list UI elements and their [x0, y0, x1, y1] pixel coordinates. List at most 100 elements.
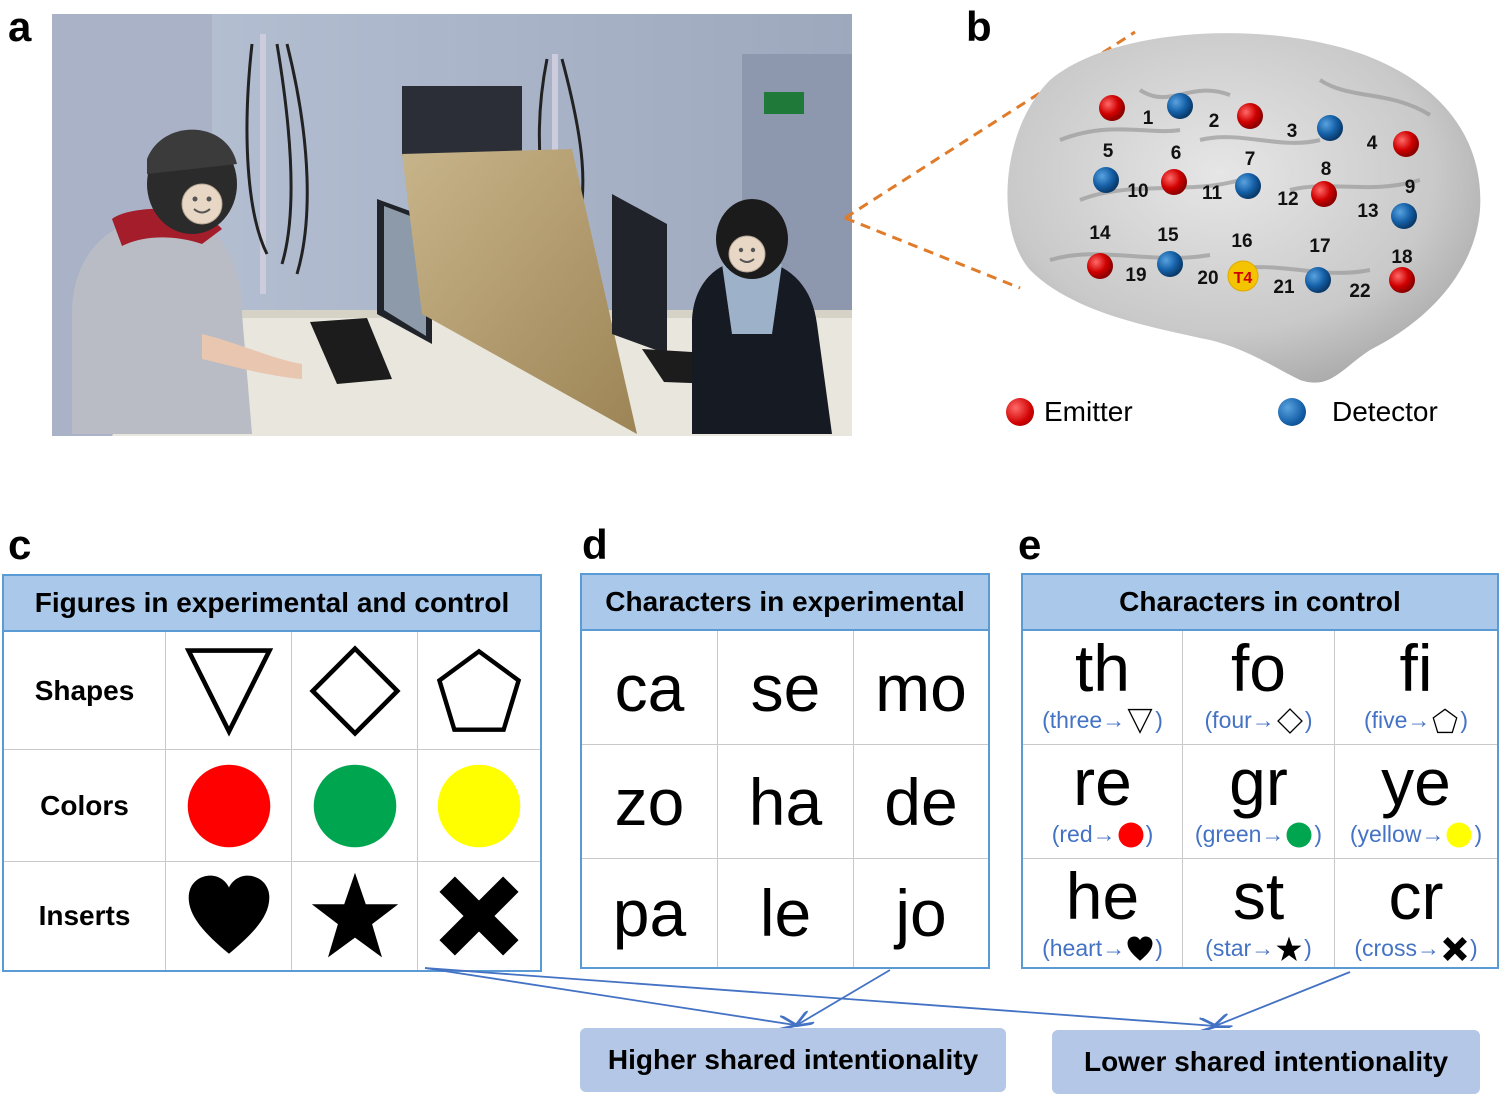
control-character: st	[1232, 859, 1285, 933]
hint-word: (green→	[1194, 821, 1285, 847]
control-characters-table: Characters in control th(three→)fo(four→…	[1021, 573, 1499, 969]
hint-word: (five→	[1363, 707, 1431, 733]
control-character: re	[1073, 745, 1132, 819]
control-character-cell: ye(yellow→)	[1335, 745, 1497, 859]
control-character-cell: gr(green→)	[1183, 745, 1335, 859]
panel-label-a: a	[8, 3, 32, 50]
emitter-optode	[1099, 95, 1125, 121]
channel-label: 6	[1171, 143, 1182, 164]
detector-optode	[1157, 251, 1183, 277]
inverted-triangle-icon	[1127, 708, 1153, 734]
pentagon-icon	[436, 648, 522, 732]
hint-word: (four→	[1204, 707, 1275, 733]
channel-label: 18	[1391, 247, 1412, 268]
figure-cell	[418, 632, 540, 750]
panel-label-c: c	[8, 521, 32, 568]
experimental-table-title: Characters in experimental	[582, 575, 988, 631]
diamond-icon	[308, 644, 401, 737]
experimental-character-cell: le	[718, 859, 854, 967]
channel-label: 8	[1321, 159, 1332, 180]
hint-word: (red→	[1051, 821, 1116, 847]
channel-label: 1	[1143, 108, 1154, 129]
figures-table: Figures in experimental and control Shap…	[2, 574, 542, 972]
figure-cell	[292, 632, 418, 750]
control-character-hint: (green→)	[1195, 821, 1322, 848]
legend-detector-label: Detector	[1332, 396, 1438, 427]
hint-close: )	[1155, 935, 1163, 961]
hint-close: )	[1469, 935, 1478, 961]
detector-optode	[1167, 93, 1193, 119]
red-circle-icon	[187, 764, 270, 847]
lower-shared-intentionality-box: Lower shared intentionality	[1052, 1030, 1480, 1094]
green-circle-icon	[313, 764, 396, 847]
detector-dot-icon	[1278, 398, 1306, 426]
detector-optode	[1391, 203, 1417, 229]
channel-label: 19	[1125, 265, 1146, 286]
control-character-cell: th(three→)	[1023, 631, 1183, 745]
figure-cell	[292, 750, 418, 862]
figure-cell	[166, 862, 292, 970]
control-character-cell: fo(four→)	[1183, 631, 1335, 745]
control-character: cr	[1388, 859, 1444, 933]
higher-shared-intentionality-box: Higher shared intentionality	[580, 1028, 1006, 1092]
channel-label: 11	[1202, 183, 1223, 204]
yellow-circle-icon	[437, 764, 521, 847]
star-icon	[311, 872, 398, 958]
hint-word: (star→	[1205, 935, 1275, 961]
control-character: th	[1074, 631, 1131, 705]
row-label-colors: Colors	[4, 750, 166, 862]
detector-optode	[1235, 173, 1261, 199]
red-circle-icon	[1118, 822, 1144, 847]
row-label-inserts: Inserts	[4, 862, 166, 970]
panel-label-b: b	[966, 3, 992, 50]
inverted-triangle-icon	[184, 647, 273, 737]
control-character-hint: (four→)	[1204, 707, 1312, 734]
detector-optode	[1093, 167, 1119, 193]
control-character: fi	[1399, 631, 1433, 705]
experiment-photo	[52, 14, 852, 436]
channel-label: 9	[1405, 177, 1416, 198]
channel-label: 10	[1127, 181, 1148, 202]
hint-close: )	[1155, 707, 1163, 733]
legend-detector: Detector	[1278, 396, 1438, 428]
channel-label: 13	[1357, 201, 1378, 222]
cross-icon	[1443, 936, 1467, 961]
experimental-character-cell: de	[854, 745, 988, 859]
green-circle-icon	[1286, 822, 1312, 847]
control-character-cell: fi(five→)	[1335, 631, 1497, 745]
hint-close: )	[1304, 935, 1312, 961]
control-character-hint: (three→)	[1042, 707, 1163, 734]
control-character-hint: (heart→)	[1042, 935, 1163, 962]
star-icon	[1276, 936, 1302, 961]
hint-word: (cross→	[1354, 935, 1440, 961]
hint-word: (yellow→	[1349, 821, 1445, 847]
experimental-character-cell: ca	[582, 631, 718, 745]
emitter-optode	[1161, 169, 1187, 195]
t4-label: T4	[1234, 270, 1253, 287]
channel-label: 12	[1277, 189, 1298, 210]
channel-label: 15	[1157, 225, 1179, 246]
channel-label: 21	[1273, 277, 1295, 298]
emitter-dot-icon	[1006, 398, 1034, 426]
control-character-hint: (red→)	[1052, 821, 1154, 848]
emitter-optode	[1087, 253, 1113, 279]
hint-word: (three→	[1042, 707, 1126, 733]
detector-optode	[1317, 115, 1343, 141]
control-character-hint: (cross→)	[1354, 935, 1477, 962]
control-character-cell: he(heart→)	[1023, 859, 1183, 967]
channel-label: 7	[1245, 149, 1256, 170]
experimental-character-cell: zo	[582, 745, 718, 859]
panel-label-e: e	[1018, 521, 1042, 568]
channel-label: 17	[1309, 236, 1330, 257]
diamond-icon	[1276, 707, 1303, 734]
control-character-cell: re(red→)	[1023, 745, 1183, 859]
control-character-cell: st(star→)	[1183, 859, 1335, 967]
hint-close: )	[1460, 707, 1469, 733]
heart-icon	[188, 875, 269, 954]
figure-cell	[166, 750, 292, 862]
emitter-optode	[1393, 131, 1419, 157]
control-table-title: Characters in control	[1023, 575, 1497, 631]
figure-cell	[166, 632, 292, 750]
